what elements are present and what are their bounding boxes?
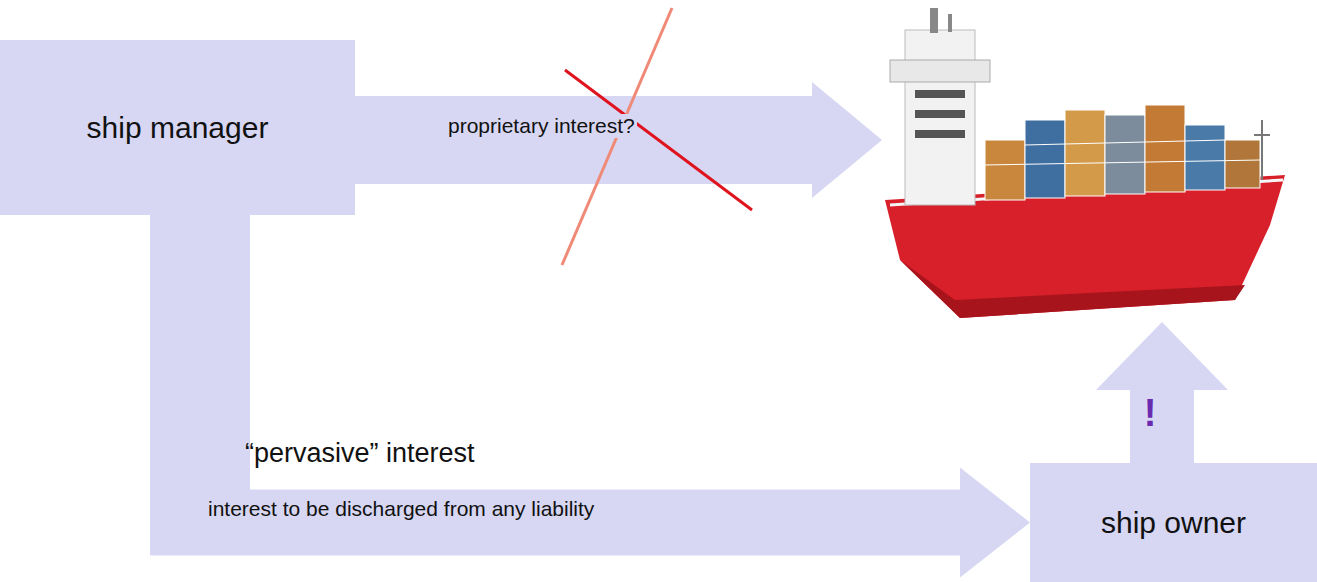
- node-box: ship manager: [0, 40, 355, 215]
- edge-label: interest to be discharged from any liabi…: [208, 497, 594, 521]
- node-box: ship owner: [1030, 463, 1317, 582]
- arrow-shape: [1096, 322, 1228, 464]
- arrow-label: proprietary interest?: [446, 114, 637, 138]
- ship-illustration: [885, 8, 1285, 318]
- interest-label: “pervasive” interest: [245, 438, 475, 469]
- arrow-shape: [354, 82, 882, 198]
- node-label: ship owner: [1101, 505, 1246, 540]
- exclamation-mark: !: [1144, 392, 1157, 435]
- node-label: ship manager: [87, 110, 269, 145]
- block-arrow: [150, 214, 1030, 578]
